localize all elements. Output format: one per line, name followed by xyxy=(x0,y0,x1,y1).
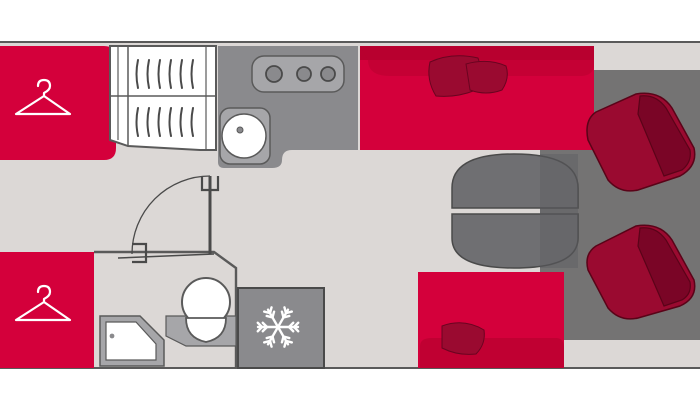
shelf-item xyxy=(135,107,139,137)
shelf-item xyxy=(179,107,183,137)
washroom xyxy=(94,250,238,368)
passenger-seat[interactable] xyxy=(586,224,696,320)
shelf-items xyxy=(135,59,194,137)
sofa-lower[interactable] xyxy=(418,272,564,368)
hanger-icon xyxy=(14,284,72,322)
shelf-item xyxy=(190,107,194,137)
shelving-unit xyxy=(109,45,217,151)
shelf-item xyxy=(168,59,172,89)
wardrobe-top[interactable] xyxy=(0,46,116,160)
shelf-item xyxy=(157,107,161,137)
shelf-item xyxy=(146,107,150,137)
shelf-item xyxy=(179,59,183,89)
burner-2[interactable] xyxy=(296,66,312,82)
shelf-item xyxy=(190,59,194,89)
pillow[interactable] xyxy=(428,55,508,355)
shelf-item xyxy=(157,59,161,89)
snowflake-icon xyxy=(256,306,300,348)
driver-seat[interactable] xyxy=(586,92,696,192)
burner-1[interactable] xyxy=(265,65,283,83)
hanger-icon xyxy=(14,78,72,116)
shelf-item xyxy=(168,107,172,137)
kitchen-block xyxy=(218,46,358,168)
shelf-item xyxy=(135,59,139,89)
shelf-item xyxy=(146,59,150,89)
door-swing[interactable] xyxy=(117,175,220,264)
burner-3[interactable] xyxy=(320,66,336,82)
dining-table[interactable] xyxy=(451,153,579,269)
wardrobe-bottom[interactable] xyxy=(0,252,94,368)
